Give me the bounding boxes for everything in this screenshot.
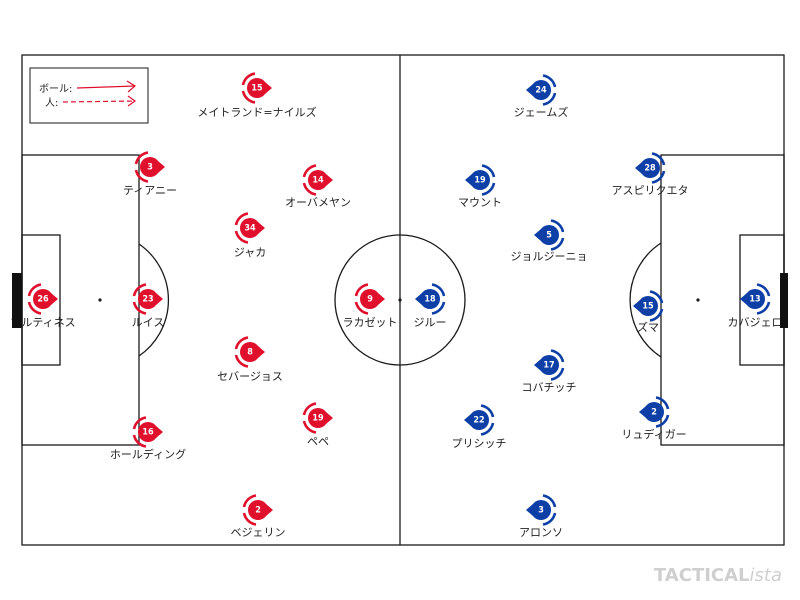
player-name: オーバメヤン (285, 196, 351, 209)
player-name: ホールディング (110, 447, 186, 461)
player-number: 19 (474, 176, 486, 186)
legend-ball-label: ボール: (39, 83, 72, 95)
home-team: 15 メイトランド=ナイルズ 3 ティアニー 14 オーバメヤン 34 ジャカ … (10, 72, 398, 539)
away-player: 22 プリシッチ (452, 404, 507, 450)
right-goal (780, 273, 788, 328)
player-name: コバチッチ (522, 381, 577, 394)
player-name: プリシッチ (452, 437, 507, 450)
player-run-arrow-icon (62, 95, 137, 107)
away-player: 18 ジルー (414, 283, 447, 329)
away-player: 15 ズマ (631, 290, 664, 334)
player-name: ペペ (307, 435, 329, 448)
player-number: 2 (255, 506, 261, 516)
home-player: 8 セバージョス (217, 336, 283, 383)
home-player: 19 ペペ (302, 402, 335, 448)
left-penalty-spot (98, 298, 102, 302)
home-player: 15 メイトランド=ナイルズ (197, 72, 317, 119)
player-name: ジョルジーニョ (511, 250, 588, 263)
player-name: ラカゼット (343, 316, 398, 329)
away-player: 19 マウント (458, 164, 502, 209)
legend: ボール: 人: (29, 67, 149, 124)
player-number: 9 (367, 295, 373, 305)
center-circle (334, 234, 466, 366)
player-name: ティアニー (123, 184, 177, 197)
away-player: 28 アスピリクエタ (612, 152, 689, 197)
right-penalty-arc (629, 242, 662, 358)
player-number: 5 (546, 231, 552, 241)
watermark-logo: TACTICALista (654, 565, 782, 586)
left-goal (12, 273, 22, 328)
watermark-brand: TACTICAL (654, 565, 750, 586)
player-number: 17 (543, 361, 554, 371)
away-player: 13 カバジェロ (728, 283, 783, 329)
pitch-outline (21, 54, 785, 546)
player-number: 26 (37, 295, 49, 305)
player-number: 15 (642, 302, 654, 312)
home-player: 9 ラカゼット (343, 283, 398, 329)
center-spot (398, 298, 402, 302)
player-name: ベジェリン (231, 526, 286, 539)
player-name: ジャカ (234, 246, 266, 259)
player-name: ルイス (132, 316, 165, 329)
player-number: 18 (424, 295, 436, 305)
player-number: 24 (535, 86, 547, 96)
player-name: アスピリクエタ (612, 184, 689, 197)
away-player: 5 ジョルジーニョ (511, 219, 588, 263)
left-penalty-arc (138, 243, 170, 357)
away-player: 17 コバチッチ (522, 349, 577, 394)
player-number: 2 (651, 408, 657, 418)
right-penalty-spot (696, 298, 700, 302)
legend-person-label: 人: (45, 97, 58, 109)
home-player: 2 ベジェリン (231, 494, 286, 539)
player-number: 28 (644, 164, 656, 174)
player-name: カバジェロ (728, 316, 783, 329)
player-name: セバージョス (217, 370, 283, 383)
home-player: 14 オーバメヤン (285, 164, 351, 209)
ball-pass-arrow-icon (76, 80, 137, 93)
away-player: 24 ジェームズ (514, 74, 569, 119)
away-player: 2 リュディガー (621, 396, 687, 441)
player-number: 13 (749, 295, 760, 305)
player-number: 3 (147, 163, 153, 173)
player-name: ジェームズ (514, 105, 569, 119)
player-number: 15 (251, 84, 263, 94)
home-player: 26 マルティネス (10, 283, 76, 329)
player-number: 22 (473, 416, 484, 426)
player-number: 34 (244, 224, 256, 234)
player-name: マルティネス (10, 316, 75, 329)
player-name: リュディガー (621, 427, 686, 441)
player-number: 3 (538, 506, 544, 516)
legend-box (29, 67, 149, 124)
watermark-suffix: ista (750, 565, 782, 586)
pitch (21, 54, 785, 546)
player-number: 14 (312, 176, 324, 186)
away-team: 24 ジェームズ 28 アスピリクエタ 19 マウント 5 ジョルジーニョ 18… (414, 74, 783, 539)
player-number: 8 (247, 348, 253, 358)
player-name: メイトランド=ナイルズ (197, 105, 316, 119)
home-player: 23 ルイス (132, 283, 165, 329)
player-name: ズマ (637, 320, 659, 334)
player-name: アロンソ (519, 526, 563, 539)
player-name: ジルー (414, 316, 447, 329)
player-number: 23 (142, 295, 153, 305)
home-player: 34 ジャカ (234, 212, 267, 259)
right-penalty-area (660, 154, 785, 446)
player-number: 16 (142, 428, 154, 438)
player-number: 19 (312, 414, 324, 424)
home-player: 3 ティアニー (123, 151, 177, 197)
home-player: 16 ホールディング (110, 416, 186, 461)
away-player: 3 アロンソ (519, 494, 563, 539)
player-name: マウント (458, 196, 502, 209)
